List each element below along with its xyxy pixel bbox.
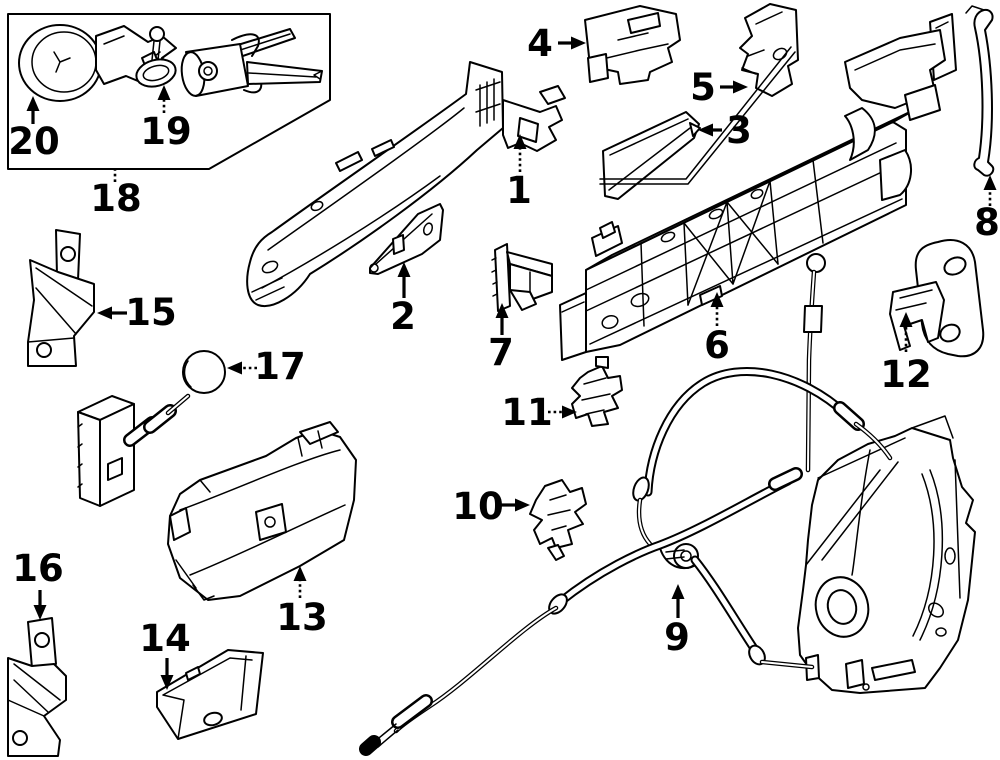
part-spacer-block bbox=[491, 243, 553, 312]
part-lower-hinge bbox=[7, 617, 67, 757]
callout-arrowhead-8 bbox=[983, 175, 997, 190]
part-handle-finisher bbox=[602, 111, 701, 200]
callout-12-door-striker[interactable]: 12 bbox=[880, 353, 932, 396]
callout-2-handle-bracket[interactable]: 2 bbox=[390, 295, 416, 338]
callout-11-rod-clip-upper[interactable]: 11 bbox=[501, 391, 553, 434]
part-reinforcement-beam bbox=[559, 13, 957, 361]
callout-6-handle-reinforcement[interactable]: 6 bbox=[704, 324, 730, 367]
callout-arrowhead-13 bbox=[293, 566, 307, 581]
callout-19-key-and-cylinder-set[interactable]: 19 bbox=[140, 110, 192, 153]
callout-arrowhead-1 bbox=[513, 134, 527, 149]
part-lock-rod bbox=[965, 5, 995, 177]
part-door-check bbox=[77, 350, 226, 507]
callout-1-outside-door-handle[interactable]: 1 bbox=[506, 169, 532, 212]
part-bracket-front bbox=[584, 5, 681, 85]
door-latch-assembly bbox=[359, 253, 976, 756]
part-inside-handle-module bbox=[167, 421, 357, 601]
callout-arrowhead-9 bbox=[671, 584, 685, 599]
callout-18-lock-cylinder-kit-box[interactable]: 18 bbox=[90, 177, 142, 220]
callout-arrowhead-19 bbox=[157, 85, 171, 100]
part-clip-upper bbox=[571, 356, 623, 427]
part-lock-bracket bbox=[156, 649, 264, 740]
part-door-striker bbox=[889, 239, 985, 358]
callout-arrowhead-12 bbox=[899, 312, 913, 327]
callout-9-lock-cable-assembly[interactable]: 9 bbox=[664, 616, 690, 659]
callout-7-spacer-block[interactable]: 7 bbox=[488, 331, 514, 374]
callout-arrowhead-6 bbox=[710, 292, 724, 307]
callout-8-lock-rod[interactable]: 8 bbox=[974, 201, 1000, 244]
part-clip-lower bbox=[529, 479, 587, 561]
trim-rod bbox=[599, 46, 796, 185]
callout-17-door-check-strap[interactable]: 17 bbox=[254, 345, 306, 388]
callout-arrowhead-16 bbox=[33, 605, 47, 620]
part-handle-bracket bbox=[369, 203, 444, 275]
part-upper-hinge bbox=[27, 229, 95, 367]
callout-arrowhead-7 bbox=[495, 303, 509, 318]
callout-arrowhead-10 bbox=[515, 498, 530, 512]
callout-arrowhead-2 bbox=[397, 262, 411, 277]
callout-20-lock-cylinder-switch[interactable]: 20 bbox=[8, 120, 60, 163]
callout-arrowhead-3 bbox=[698, 123, 713, 137]
callout-13-inside-handle-module[interactable]: 13 bbox=[276, 596, 328, 639]
callout-3-handle-finisher[interactable]: 3 bbox=[726, 109, 752, 152]
callout-arrowhead-11 bbox=[562, 405, 577, 419]
callout-5-handle-bracket-rear[interactable]: 5 bbox=[690, 66, 716, 109]
callout-arrowhead-17 bbox=[227, 361, 242, 375]
callout-arrowhead-5 bbox=[733, 80, 748, 94]
callout-10-rod-clip-lower[interactable]: 10 bbox=[452, 485, 504, 528]
callout-arrowhead-15 bbox=[97, 306, 112, 320]
part-bracket-rear bbox=[739, 3, 799, 97]
callout-arrowhead-20 bbox=[26, 96, 40, 111]
callout-15-upper-door-hinge[interactable]: 15 bbox=[125, 291, 177, 334]
callout-arrowhead-14 bbox=[160, 675, 174, 690]
part-outside-handle bbox=[246, 61, 566, 307]
inset-box-18 bbox=[7, 13, 331, 170]
callout-14-lock-bracket[interactable]: 14 bbox=[139, 617, 191, 660]
callout-16-lower-door-hinge[interactable]: 16 bbox=[12, 547, 64, 590]
callout-arrowhead-4 bbox=[571, 36, 586, 50]
callout-4-handle-bracket-front[interactable]: 4 bbox=[527, 22, 553, 65]
part-key-set bbox=[135, 26, 323, 97]
